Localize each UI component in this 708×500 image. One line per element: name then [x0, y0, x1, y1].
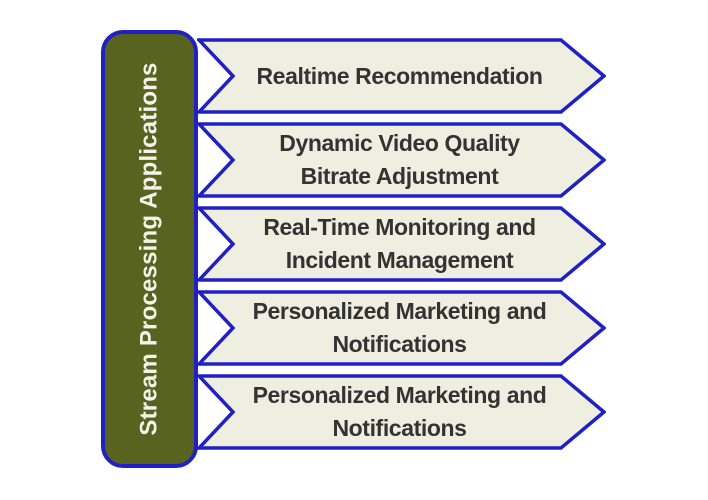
banner-line: Personalized Marketing and	[252, 382, 547, 408]
banner-personalized-marketing-2: Personalized Marketing and Notifications	[197, 374, 606, 450]
banner-label: Realtime Recommendation	[237, 38, 562, 114]
banner-video-quality-bitrate: Dynamic Video Quality Bitrate Adjustment	[197, 122, 606, 198]
banner-line: Real-Time Monitoring and	[263, 214, 536, 240]
sidebar-title: Stream Processing Applications	[135, 62, 163, 436]
banner-line: Bitrate Adjustment	[300, 163, 499, 189]
right-arrow-icon	[197, 206, 606, 282]
banner-realtime-recommendation: Realtime Recommendation	[197, 38, 606, 114]
category-sidebar: Stream Processing Applications	[101, 30, 198, 468]
right-arrow-icon	[197, 38, 606, 114]
banner-label: Real-Time Monitoring and Incident Manage…	[237, 206, 562, 282]
banner-line: Notifications	[332, 331, 467, 357]
banner-line: Dynamic Video Quality	[279, 130, 520, 156]
banner-line: Personalized Marketing and	[252, 298, 547, 324]
right-arrow-icon	[197, 374, 606, 450]
banner-line: Incident Management	[285, 247, 514, 273]
banner-line: Notifications	[332, 415, 467, 441]
banner-monitoring-incident: Real-Time Monitoring and Incident Manage…	[197, 206, 606, 282]
banner-label: Personalized Marketing and Notifications	[237, 374, 562, 450]
banner-line: Realtime Recommendation	[256, 62, 543, 89]
right-arrow-icon	[197, 290, 606, 366]
banner-label: Dynamic Video Quality Bitrate Adjustment	[237, 122, 562, 198]
banner-label: Personalized Marketing and Notifications	[237, 290, 562, 366]
right-arrow-icon	[197, 122, 606, 198]
banner-personalized-marketing-1: Personalized Marketing and Notifications	[197, 290, 606, 366]
